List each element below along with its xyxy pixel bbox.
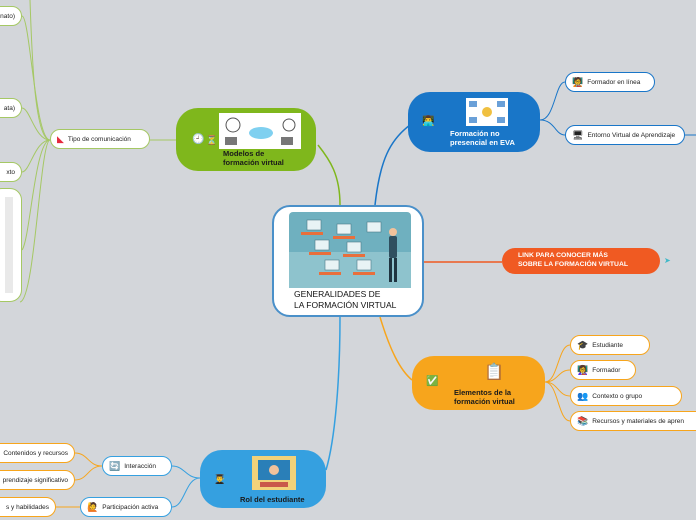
rol-participacion[interactable]: 🙋Participación activa <box>80 497 172 517</box>
tutor-icon: 🧑‍🏫 <box>572 76 584 87</box>
hourglass-icon: ⏳ <box>206 135 218 145</box>
online-class-image <box>252 456 296 490</box>
student-books-icon: 👨‍🎓 <box>214 474 226 484</box>
students-icon: 🎓 <box>577 339 589 350</box>
clipped-image <box>5 197 13 293</box>
clipped-node-1[interactable]: nato) <box>0 6 22 26</box>
clipped-node-2[interactable]: ata) <box>0 98 22 118</box>
rol-interaccion[interactable]: 🔄Interacción <box>102 456 172 476</box>
checkbox-icon: ✅ <box>426 376 439 387</box>
contenidos-recursos[interactable]: Contenidos y recursos <box>0 443 75 463</box>
books-icon: 📚 <box>577 415 589 426</box>
formador-en-linea[interactable]: 🧑‍🏫Formador en línea <box>565 72 655 92</box>
aprendizaje-significativo[interactable]: prendizaje significativo <box>0 470 75 490</box>
sync-icon: 🔄 <box>109 460 121 471</box>
group-icon: 👥 <box>577 390 589 401</box>
network-image <box>219 113 301 149</box>
clipped-image-node[interactable] <box>0 188 22 302</box>
clock-icon: 🕘 <box>192 134 205 145</box>
topic-rol[interactable]: 👨‍🎓 Rol del estudiante <box>200 450 326 508</box>
clipboard-icon: 📋 <box>484 364 504 381</box>
elemento-contexto[interactable]: 👥Contexto o grupo <box>570 386 682 406</box>
tipo-comunicacion[interactable]: ◣ Tipo de comunicación <box>50 129 150 149</box>
classroom-illustration <box>289 212 411 288</box>
elemento-estudiante[interactable]: 🎓Estudiante <box>570 335 650 355</box>
chart-icon: ◣ <box>57 133 64 144</box>
participant-icon: 🙋 <box>87 501 99 512</box>
eva-network-image <box>466 98 508 126</box>
link-arrow-icon[interactable]: ➤ <box>664 256 671 265</box>
habilidades[interactable]: s y habilidades <box>0 497 56 517</box>
clipped-node-3[interactable]: xto <box>0 162 22 182</box>
elemento-formador[interactable]: 👩‍🏫Formador <box>570 360 636 380</box>
topic-rol-label: Rol del estudiante <box>240 495 305 504</box>
elemento-recursos[interactable]: 📚Recursos y materiales de apren <box>570 411 696 431</box>
monitor-icon: 🖥 <box>572 129 584 140</box>
entorno-virtual[interactable]: 🖥Entorno Virtual de Aprendizaje <box>565 125 685 145</box>
teacher-icon: 👩‍🏫 <box>577 364 589 375</box>
people-computer-icon: 👨‍💻 <box>422 116 435 127</box>
